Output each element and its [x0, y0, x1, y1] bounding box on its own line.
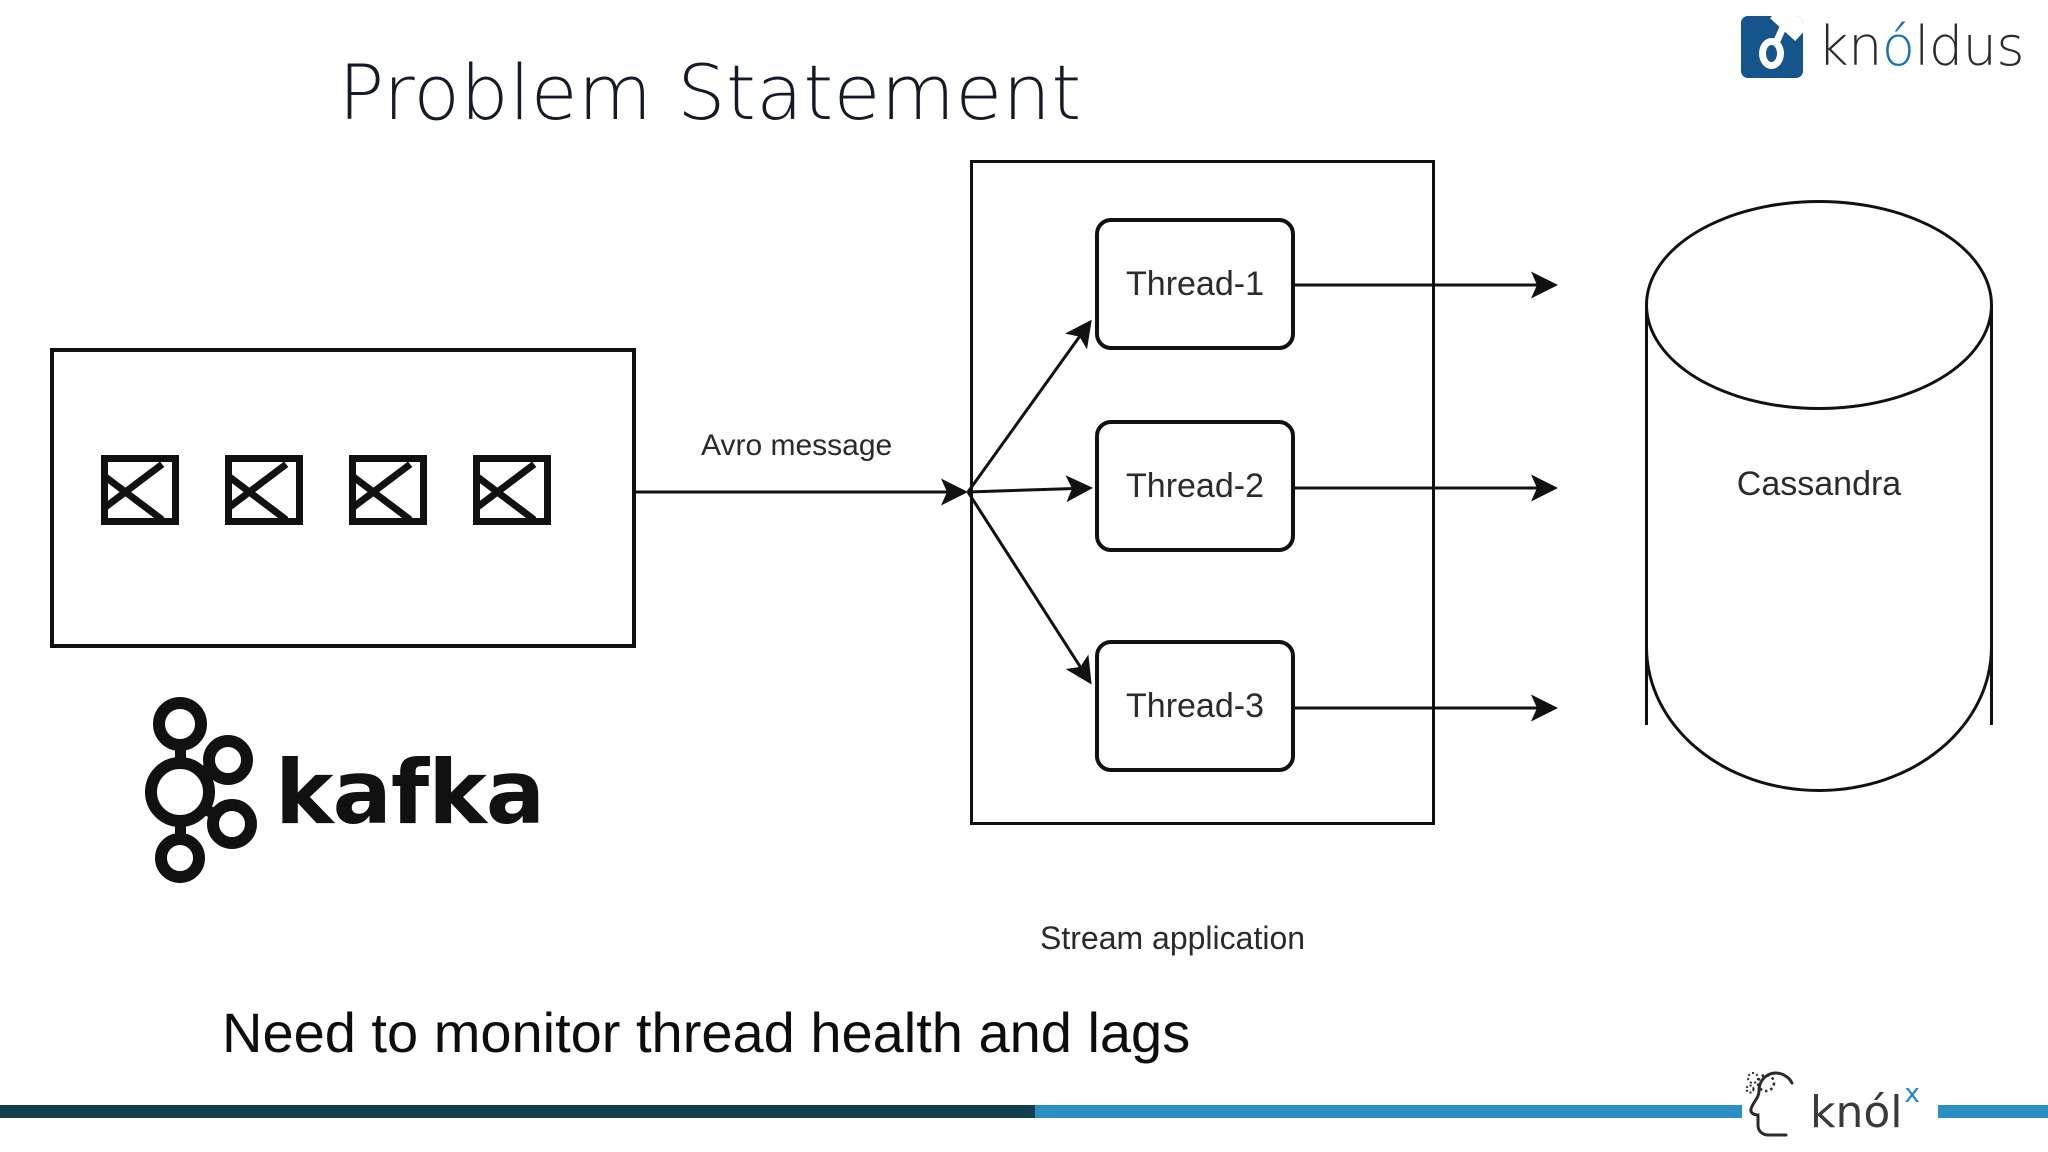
- thread-box-2: Thread-2: [1095, 420, 1295, 552]
- kafka-logo-mark-icon: [135, 695, 263, 883]
- cassandra-cylinder: Cassandra: [1645, 200, 1993, 792]
- stream-application-caption: Stream application: [1040, 920, 1306, 956]
- thread-box-1: Thread-1: [1095, 218, 1295, 350]
- cassandra-label: Cassandra: [1736, 465, 1902, 503]
- slide-caption: Need to monitor thread health and lags: [222, 1001, 1191, 1064]
- knoldus-wordmark: knóldus: [1817, 20, 2024, 74]
- envelope-icon: [349, 455, 427, 525]
- envelope-icon: [225, 455, 303, 525]
- knoldus-wordmark-suffix: ldus: [1914, 15, 2024, 78]
- avro-message-label: Avro message: [701, 429, 893, 462]
- knolx-head-icon: [1745, 1071, 1794, 1137]
- kafka-logo: kafka: [135, 695, 545, 883]
- knoldus-brand-logo: knóldus: [1741, 16, 2024, 78]
- knolx-wordmark: knól: [1810, 1087, 1903, 1138]
- knoldus-wordmark-accent: ó: [1881, 15, 1915, 78]
- knoldus-logo-mark-icon: [1741, 16, 1804, 78]
- page-title: Problem Statement: [338, 48, 1082, 137]
- knolx-footer-logo: knól x: [1742, 1063, 1938, 1143]
- knoldus-wordmark-prefix: kn: [1817, 15, 1882, 78]
- envelope-icon: [101, 455, 179, 525]
- knolx-superscript: x: [1904, 1079, 1920, 1109]
- thread-box-3: Thread-3: [1095, 640, 1295, 772]
- kafka-wordmark: kafka: [275, 741, 545, 844]
- footer-bar-dark: [0, 1105, 1035, 1118]
- envelope-icon: [473, 455, 551, 525]
